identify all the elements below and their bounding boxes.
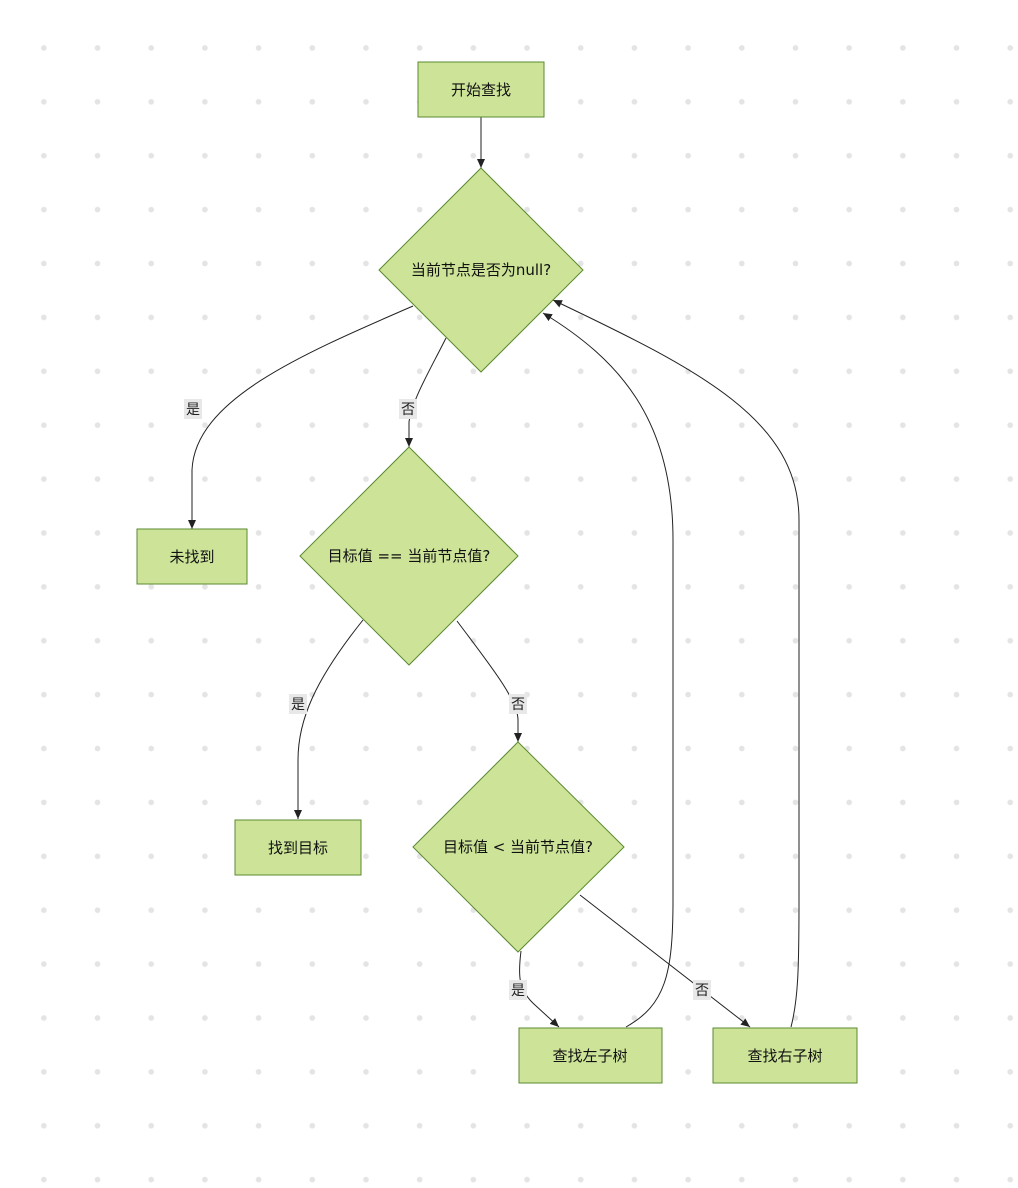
edge-is-equal-to-found — [294, 619, 364, 819]
node-is-null-decision: 当前节点是否为null? — [378, 167, 584, 373]
svg-text:否: 否 — [695, 983, 709, 999]
node-is-less-label: 目标值 < 当前节点值? — [443, 838, 593, 856]
svg-text:否: 否 — [401, 402, 415, 418]
node-is-equal-label: 目标值 == 当前节点值? — [328, 547, 491, 565]
node-search-right: 查找右子树 — [712, 1027, 858, 1084]
edge-label-equal-yes: 是 — [289, 694, 307, 714]
node-found-label: 找到目标 — [268, 839, 328, 857]
node-start: 开始查找 — [417, 61, 545, 118]
edge-label-null-no: 否 — [399, 399, 417, 419]
edge-label-less-no: 否 — [693, 980, 711, 1000]
edge-is-less-to-search-right — [579, 894, 751, 1028]
edge-search-left-to-is-null — [542, 312, 674, 1028]
svg-text:是: 是 — [186, 402, 200, 418]
edge-label-null-yes: 是 — [184, 399, 202, 419]
nodes: 开始查找 当前节点是否为null? 未找到 目标值 == 当前节点值? 找到目标… — [136, 61, 858, 1084]
svg-text:是: 是 — [511, 983, 525, 999]
node-is-less-decision: 目标值 < 当前节点值? — [412, 741, 625, 953]
node-found: 找到目标 — [234, 819, 362, 876]
svg-text:是: 是 — [291, 697, 305, 713]
node-search-right-label: 查找右子树 — [747, 1047, 822, 1065]
node-is-null-label: 当前节点是否为null? — [411, 261, 551, 279]
svg-text:否: 否 — [511, 697, 525, 713]
edge-labels: 是 否 是 否 是 否 — [184, 399, 711, 1000]
node-search-left-label: 查找左子树 — [552, 1047, 627, 1065]
node-is-equal-decision: 目标值 == 当前节点值? — [299, 446, 519, 666]
edge-is-equal-to-is-less — [456, 620, 522, 742]
edge-label-equal-no: 否 — [509, 694, 527, 714]
node-not-found-label: 未找到 — [169, 548, 214, 566]
edge-label-less-yes: 是 — [509, 980, 527, 1000]
node-start-label: 开始查找 — [451, 81, 511, 99]
node-not-found: 未找到 — [136, 528, 248, 585]
edge-is-null-to-not-found — [188, 305, 414, 529]
edge-is-null-to-is-equal — [405, 337, 447, 447]
edge-search-right-to-is-null — [552, 299, 800, 1028]
node-search-left: 查找左子树 — [518, 1027, 663, 1084]
